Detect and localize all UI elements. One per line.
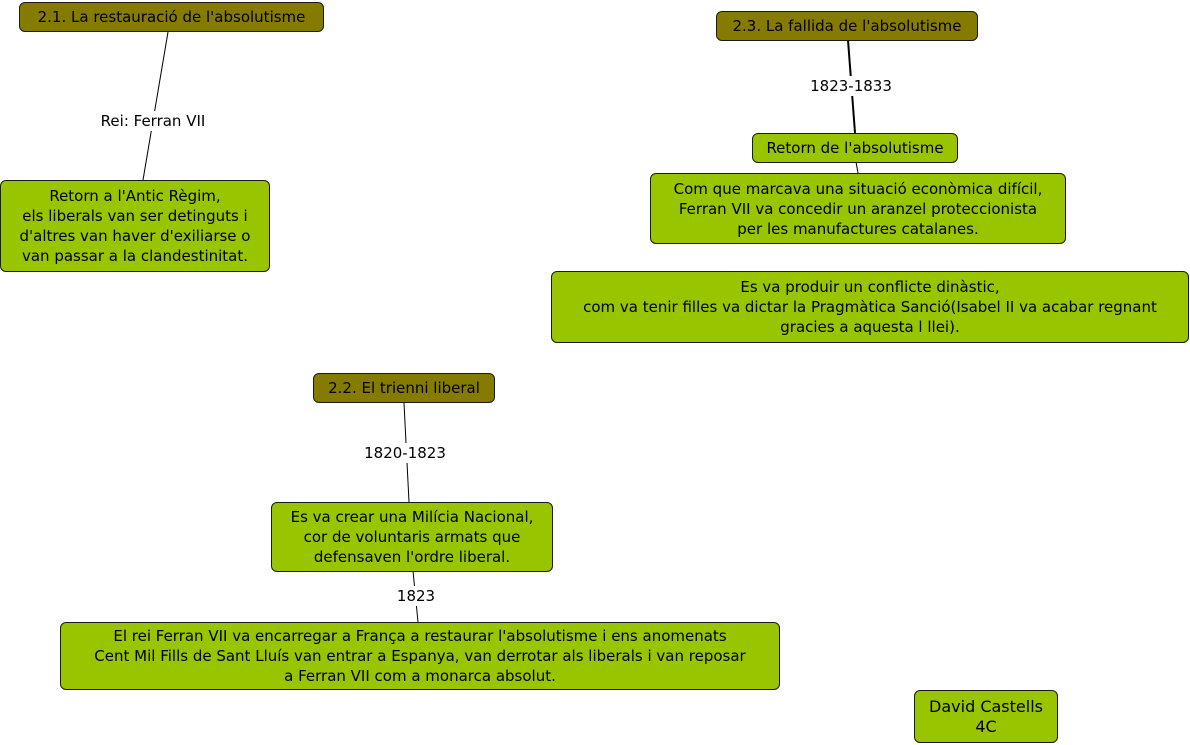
node-cent-mil-fills[interactable]: El rei Ferran VII va encarregar a França… [60,622,780,690]
link-label-1823: 1823 [393,586,439,606]
link-line [142,31,169,181]
node-fallida-absolutisme[interactable]: 2.3. La fallida de l'absolutisme [716,11,978,41]
node-conflicte-dinastic[interactable]: Es va produir un conflicte dinàstic, com… [551,271,1189,343]
link-label-rei: Rei: Ferran VII [97,111,209,131]
author-node[interactable]: David Castells 4C [914,690,1058,743]
link-label-1820-1823: 1820-1823 [361,443,449,463]
node-retorn-absolutisme[interactable]: Retorn de l'absolutisme [752,133,958,163]
node-retorn-antic-regim[interactable]: Retorn a l'Antic Règim, els liberals van… [0,180,270,272]
node-restauracio-absolutisme[interactable]: 2.1. La restauració de l'absolutisme [19,2,324,32]
node-milicia-nacional[interactable]: Es va crear una Milícia Nacional, cor de… [271,502,553,572]
node-aranzel-proteccionista[interactable]: Com que marcava una situació econòmica d… [650,173,1066,244]
link-line [855,161,859,174]
link-label-1823-1833: 1823-1833 [807,76,895,96]
node-trienni-liberal[interactable]: 2.2. El trienni liberal [313,373,495,403]
